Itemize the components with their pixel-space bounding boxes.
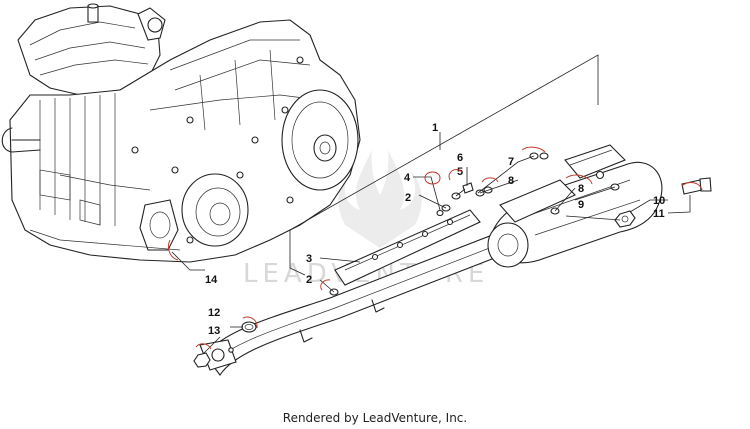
leader-lines (171, 155, 691, 354)
callouts: 1 2 2 3 4 5 6 7 8 8 9 10 11 12 13 14 (167, 122, 703, 350)
nut-6 (462, 182, 474, 194)
gasket-12 (241, 321, 257, 333)
callout-11: 11 (653, 208, 665, 220)
callout-12: 12 (208, 307, 220, 319)
callout-2b: 2 (306, 274, 312, 286)
nut-13 (193, 352, 211, 368)
callout-4: 4 (404, 172, 411, 184)
bracket-top (289, 54, 599, 231)
callout-10: 10 (653, 195, 665, 207)
callout-6: 6 (457, 152, 463, 164)
callout-2a: 2 (405, 192, 411, 204)
callout-9: 9 (578, 199, 584, 211)
callout-5: 5 (457, 166, 463, 178)
footer-credit: Rendered by LeadVenture, Inc. (282, 411, 468, 425)
exhaust-head-pipe (199, 231, 511, 376)
callout-7: 7 (508, 156, 514, 168)
callout-14: 14 (205, 274, 218, 286)
bracket-left (289, 230, 306, 276)
callout-3: 3 (306, 253, 312, 265)
engine-assembly (1, 3, 361, 263)
callout-8b: 8 (578, 183, 584, 195)
callout-13: 13 (208, 325, 220, 337)
pipe-heat-shield (334, 209, 481, 286)
callout-8a: 8 (508, 175, 514, 187)
callout-1: 1 (432, 122, 438, 134)
